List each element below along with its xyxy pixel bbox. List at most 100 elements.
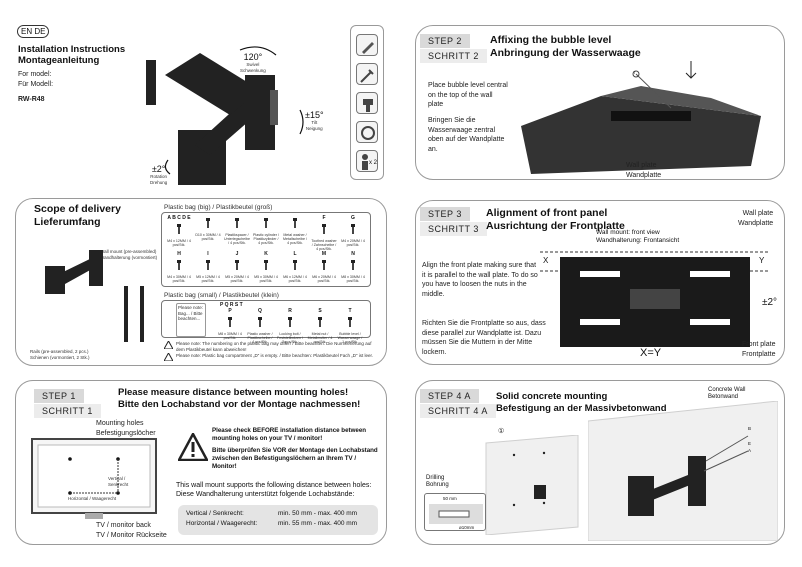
persons-count: x 2 <box>369 160 378 166</box>
screw-icon <box>282 257 308 275</box>
drill-depth: 50 mm <box>443 496 457 501</box>
holes-label: Mounting holes Befestigungslöcher <box>96 419 156 438</box>
warning-icon <box>178 433 208 461</box>
part-caption: Bubble level / Wasserwaage / 1 pcs/Stk. <box>337 332 363 345</box>
screw-icon <box>307 314 333 332</box>
model-info: For model: Für Modell: RW-R48 <box>18 70 53 105</box>
rotation-arrow <box>164 159 171 175</box>
step3-tab-de: SCHRITT 3 <box>420 222 487 236</box>
spec-h-label: Horizontal / Waagerecht: <box>186 520 258 527</box>
drilling-label: Drilling Bohrung <box>426 475 449 489</box>
small-bag-letters: P Q R S T <box>220 302 243 308</box>
step3-text-en: Align the front plate making sure that i… <box>422 262 538 298</box>
part-caption: Metal washer / Metallscheibe / 4 pcs/Stk… <box>283 233 307 246</box>
step3-wall-plate-de: Wandplatte <box>738 219 774 227</box>
front-plate-en: Front plate <box>742 341 776 348</box>
part-caption: D10 x 30MM / 4 pcs/Stk. <box>195 233 221 242</box>
part-caption: M4 x 30MM / 4 pcs/Stk. <box>167 275 191 284</box>
swivel-label: 120° Swivel Schwenkung <box>240 52 266 73</box>
callout-a: A <box>748 448 752 453</box>
step4-title: Solid concrete mounting Befestigung an d… <box>496 391 667 415</box>
rails-label: Rails (pre-assembled, 2 pcs.) Schienen (… <box>30 349 90 360</box>
front-plate-label: Front plate Frontplatte <box>742 340 775 359</box>
wall-mount-en: Wall mount (pre-assembled) <box>100 249 157 254</box>
drilling-de: Bohrung <box>426 482 449 488</box>
screw-icon <box>340 257 366 275</box>
pencil-icon <box>356 34 378 56</box>
title-en: Installation Instructions <box>18 44 126 55</box>
scope-title-en: Scope of delivery <box>34 203 121 215</box>
step1-title: Please measure distance between mounting… <box>118 387 360 411</box>
holes-de: Befestigungslöcher <box>96 429 156 437</box>
arm-upper-shape <box>165 53 260 115</box>
part-item: K M5 x 30MM / 4 pcs/Stk. <box>253 251 279 283</box>
part-letter: S <box>318 308 322 314</box>
wall-drawing-2 <box>588 401 778 541</box>
step4-num1: ① <box>498 428 505 435</box>
step3-tab-en: STEP 3 <box>420 207 470 221</box>
step4-tab-de: SCHRITT 4 A <box>420 404 496 418</box>
step3-title-en: Alignment of front panel <box>486 207 608 219</box>
screw-icon <box>247 314 273 332</box>
warning-icon <box>164 341 173 349</box>
part-letter: J <box>235 251 239 257</box>
part-letter: K <box>264 251 268 257</box>
screw-icon <box>195 215 221 233</box>
part-letter: M <box>321 251 327 257</box>
front-view-de: Wandhalterung: Frontansicht <box>596 237 680 244</box>
warn-de: Bitte überprüfen Sie VOR der Montage den… <box>212 447 378 470</box>
support-text: This wall mount supports the following d… <box>176 481 386 499</box>
bag-big-label: Plastic bag (big) / Plastikbeutel (groß) <box>164 204 273 211</box>
front-view-en: Wall mount: front view <box>596 229 660 236</box>
model-number: RW-R48 <box>18 96 45 103</box>
rail-left-shape <box>146 60 156 105</box>
warn-en: Please check BEFORE installation distanc… <box>212 427 367 442</box>
rails-de: Schienen (vormontiert, 2 Stk.) <box>30 354 90 360</box>
screw-icon <box>340 221 366 239</box>
horizontal-label: Horizontal / Waagerecht <box>68 496 117 501</box>
part-letter: N <box>351 251 355 257</box>
part-caption: M8 x 30MM / 4 pcs/Stk. <box>341 275 365 284</box>
rails-en: Rails (pre-assembled, 2 pcs.) <box>30 349 89 354</box>
front-panel-drawing <box>540 251 770 347</box>
swivel-de: Schwenkung <box>240 67 266 73</box>
level-callout: T <box>633 70 636 75</box>
swivel-en: Swivel <box>246 62 260 67</box>
scope-title: Scope of delivery Lieferumfang <box>34 203 121 229</box>
mount-illustration <box>146 46 304 185</box>
tilt-angle: ±15° <box>305 110 324 120</box>
part-caption: Metal nut / Metallmutter / 4 pcs/Stk. <box>307 332 333 345</box>
part-caption: M6 x 12MM / 4 pcs/Stk. <box>283 275 307 284</box>
callout-e: E <box>748 441 752 446</box>
page-title: Installation Instructions Montageanleitu… <box>18 44 125 66</box>
support-en: This wall mount supports the following d… <box>176 482 372 489</box>
front-bracket-shape <box>270 90 278 125</box>
screw-icon <box>282 215 308 233</box>
part-letter: L <box>293 251 297 257</box>
rotation-de: Drehung <box>150 179 168 185</box>
screw-icon <box>311 257 337 275</box>
step4-title-de: Befestigung an der Massivbetonwand <box>496 403 667 414</box>
swivel-angle: 120° <box>243 52 263 62</box>
wall-plate-de: Wandplatte <box>626 171 662 179</box>
tv-back-label: TV / monitor back TV / Monitor Rückseite <box>96 521 167 540</box>
part-letter: T <box>348 308 352 314</box>
part-letter: Q <box>258 308 262 314</box>
part-caption: Plastic cylinder / Plastikzylinder / 4 p… <box>253 233 279 246</box>
spec-v-value: min. 50 mm - max. 400 mm <box>278 510 358 517</box>
step3-title-de: Ausrichtung der Frontplatte <box>486 220 625 232</box>
step1-tab-en: STEP 1 <box>34 389 84 403</box>
step1-title-de: Bitte den Lochabstand vor der Montage na… <box>118 399 361 410</box>
part-caption: M5 x 30MM / 4 pcs/Stk. <box>254 275 278 284</box>
y-marker: Y <box>759 256 765 265</box>
drill-icon <box>356 92 378 114</box>
screw-icon <box>224 215 250 233</box>
part-item: T Bubble level / Wasserwaage / 1 pcs/Stk. <box>337 308 363 345</box>
for-model-en: For model: <box>18 71 52 78</box>
